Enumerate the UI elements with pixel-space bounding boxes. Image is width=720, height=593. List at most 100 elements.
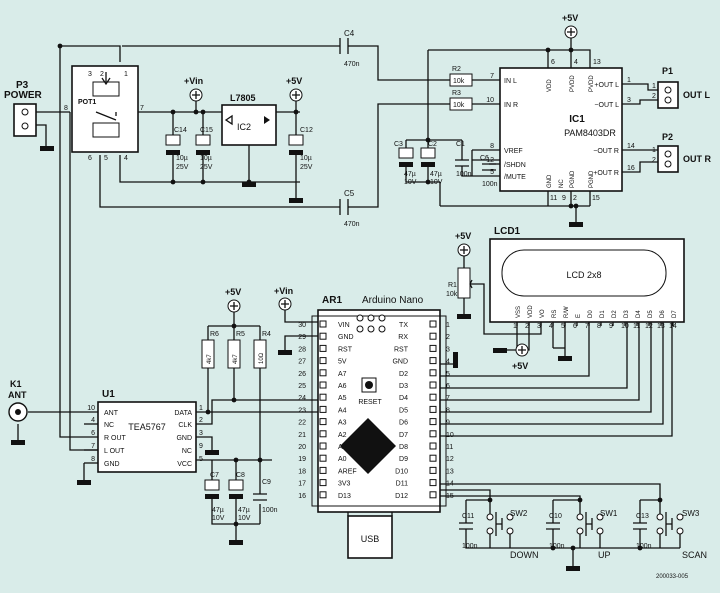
ground-symbol [205,450,219,455]
r4-label: R4 [262,331,271,338]
lcd1-label: LCD1 [494,226,521,237]
v5lcdb-label: +5V [512,361,528,371]
c9-value: 100n [262,507,278,514]
nano-pin-name: A0 [338,456,347,463]
nano-pin-pad [429,418,437,426]
lcd-pin-number: 12 [645,323,653,330]
nano-pin-pad [319,332,327,340]
ar1-label: AR1 [322,295,342,306]
nano-pin-name: A5 [338,395,347,402]
ic1-pin-number: 10 [486,97,494,104]
svg-text:4: 4 [124,155,128,162]
nano-pin-number: 10 [446,432,454,439]
outr-label: OUT R [683,154,711,164]
r1-value: 10k [446,291,458,298]
ground-symbol [569,222,583,227]
svg-text:25V: 25V [200,164,213,171]
tea-pin-name: GND [104,461,120,468]
svg-text:1: 1 [652,83,656,90]
nano-pin-number: 3 [446,346,450,353]
c1-label: C1 [456,141,465,148]
lcd-pin-number: 3 [537,323,541,330]
ground-symbol [229,540,243,545]
c15-label: C15 [200,127,213,134]
nano-pin-pad [429,442,437,450]
nano-pin-number: 12 [446,456,454,463]
nano-pin-name: D13 [338,493,351,500]
r3-value: 10k [453,102,465,109]
ic1-pin-name: +OUT L [594,82,619,89]
u1-label: U1 [102,389,115,400]
mcu-chip [340,418,396,474]
nano-pin-pad [429,454,437,462]
nano-pin-name: A1 [338,444,347,451]
nano-pin-pad [429,381,437,389]
nano-pin-name: RST [394,346,409,353]
ic1-pin-number: 4 [574,59,578,66]
r6-label: R6 [210,331,219,338]
r3-label: R3 [452,90,461,97]
p1-label: P1 [662,66,673,76]
nano-pin-number: 30 [298,322,306,329]
nano-pin-pad [429,369,437,377]
tea-pin-name: NC [182,448,192,455]
ic1-pin-number: 14 [627,143,635,150]
ic1-pin-number: 16 [627,165,635,172]
nano-pin-pad [319,393,327,401]
svg-text:10V: 10V [404,179,417,186]
lcd-pin-name: D1 [600,310,606,318]
ground-symbol [457,314,471,319]
v5-supply-top: +5V [562,13,578,39]
r2-value: 10k [453,78,465,85]
lcd-pin-name: E [576,314,582,318]
ground-symbol [453,352,458,368]
ic1-pin-name: VDD [547,79,553,92]
nano-pin-number: 26 [298,371,306,378]
ic1-pin-name: −OUT R [593,148,619,155]
nano-pin-name: D8 [399,444,408,451]
svg-text:7: 7 [140,105,144,112]
lcd-pin-number: 11 [633,323,640,330]
nano-pin-name: D9 [399,456,408,463]
nano-pin-name: A7 [338,371,347,378]
sw1-label: SW1 [600,509,618,518]
svg-text:1: 1 [652,147,656,154]
r4-value: 10Ω [259,352,265,364]
power-label: POWER [4,90,43,101]
ic1-pin-name: PVDD [589,75,595,92]
c13-label: C13 [636,513,649,520]
ground-symbol [289,198,303,203]
svg-text:10V: 10V [238,515,251,522]
r2-label: R2 [452,66,461,73]
svg-text:2: 2 [652,157,656,164]
nano-pin-name: D2 [399,371,408,378]
ground-symbol [493,348,507,353]
v5-lcd: +5V [455,231,471,257]
nano-pin-pad [319,430,327,438]
nano-pin-name: D10 [395,468,408,475]
svg-text:10µ: 10µ [176,155,188,162]
tea-pin-name: CLK [178,422,192,429]
nano-pin-name: A6 [338,383,347,390]
nano-pin-pad [429,320,437,328]
ic1-pin-number: 9 [562,195,566,202]
lcd-pin-name: D3 [624,310,630,318]
nano-pin-pad [429,430,437,438]
vin-arduino: +Vin [274,286,293,311]
resistor-r2: R2 10k [449,66,473,87]
c6-label: C6 [480,155,489,162]
nano-pin-pad [319,479,327,487]
nano-pin-pad [319,466,327,474]
lcd-pin-number: 8 [597,323,601,330]
potentiometer-r1: R1 10k [446,267,476,299]
nano-pin-pad [319,369,327,377]
svg-text:10V: 10V [430,179,443,186]
nano-pin-pad [319,405,327,413]
capacitor-c5: C5 470n [339,189,360,228]
lcd-pin-number: 2 [525,323,529,330]
nano-pin-number: 13 [446,468,454,475]
c10-label: C10 [549,513,562,520]
ic1-pin-name: PGND [570,170,576,188]
